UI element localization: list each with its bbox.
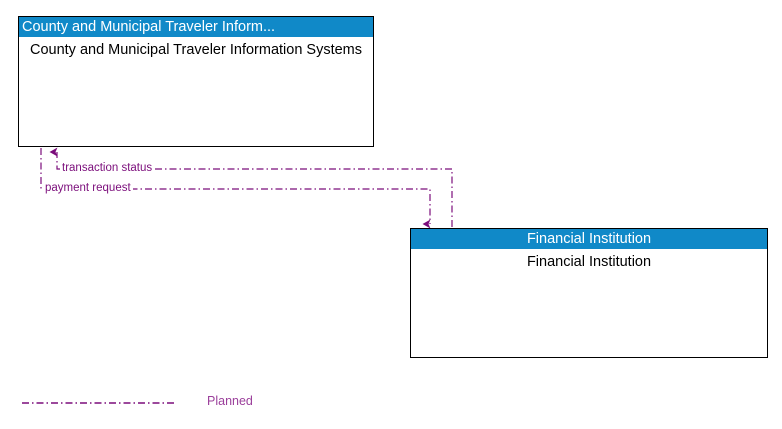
legend-line-planned xyxy=(22,402,174,404)
flow-label-payment-request[interactable]: payment request xyxy=(43,182,133,195)
entity-title-county-municipal-traveler-information-systems: County and Municipal Traveler Informatio… xyxy=(29,42,363,58)
legend: Planned xyxy=(22,394,282,416)
entity-header-county-municipal-traveler-information-systems: County and Municipal Traveler Inform... xyxy=(19,17,373,37)
entity-header-financial-institution: Financial Institution xyxy=(411,229,767,249)
entity-box-financial-institution[interactable]: Financial Institution Financial Institut… xyxy=(410,228,768,358)
entity-box-county-municipal-traveler-information-systems[interactable]: County and Municipal Traveler Inform... … xyxy=(18,16,374,147)
flow-label-transaction-status[interactable]: transaction status xyxy=(60,162,155,175)
legend-label-planned: Planned xyxy=(207,394,253,408)
entity-title-financial-institution: Financial Institution xyxy=(526,254,652,270)
